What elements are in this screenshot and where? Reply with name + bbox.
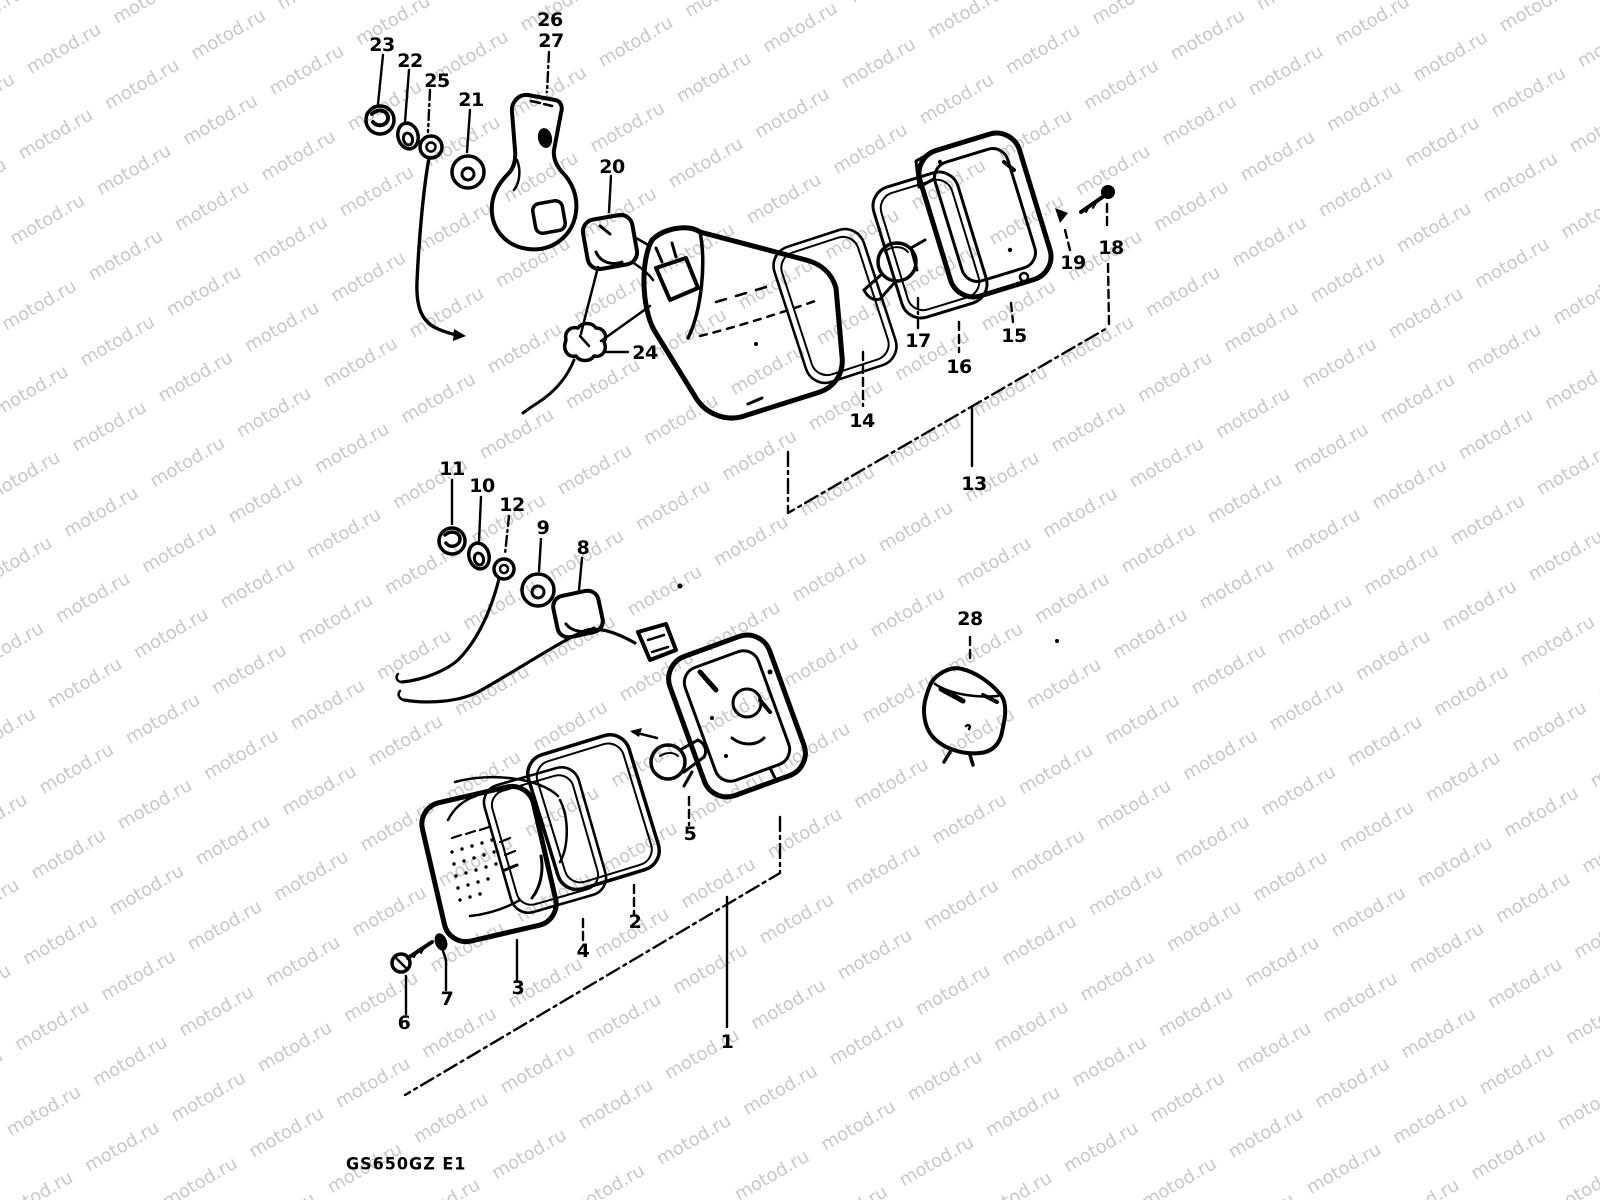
part-number-label: 21	[458, 89, 483, 111]
washer-25	[415, 134, 466, 341]
lower-signal-assembly	[390, 526, 808, 974]
part-number-label: 14	[849, 410, 875, 432]
part-number-label: 1	[721, 1031, 734, 1053]
screw-6	[390, 940, 434, 974]
part-number-label: 5	[684, 823, 697, 845]
wire-24	[521, 358, 576, 415]
washer-12	[395, 557, 516, 684]
grommet-11	[437, 526, 467, 556]
wire-25	[415, 156, 459, 337]
housing-lower	[397, 622, 808, 800]
washer-21	[450, 154, 486, 190]
nut-22	[396, 121, 420, 151]
connector-lower	[636, 622, 678, 662]
part-number-label: 18	[1098, 237, 1124, 259]
stem-line	[579, 265, 600, 336]
part-number-label: 12	[499, 494, 524, 516]
turn-signal-relay-28	[922, 639, 1059, 767]
grommet-24	[521, 304, 652, 415]
part-number-label: 10	[469, 475, 495, 497]
part-number-label: 16	[946, 356, 972, 378]
nut-10	[467, 541, 491, 571]
part-number-label: 20	[599, 156, 625, 178]
part-number-labels: 1234567891011121314151617181920212223242…	[369, 9, 1124, 1053]
wire-12	[400, 577, 501, 684]
bracket-26-27	[489, 92, 579, 252]
part-number-label: 2	[629, 911, 642, 933]
leader-lines	[376, 50, 1111, 1097]
connector-14	[654, 256, 700, 302]
model-code: GS650GZ E1	[346, 1153, 467, 1174]
wire-lower	[402, 627, 637, 704]
part-number-label: 3	[512, 977, 525, 999]
part-number-label: 23	[369, 34, 394, 56]
housing-15	[909, 130, 1054, 300]
part-number-label: 11	[439, 458, 464, 480]
reflector-dots	[450, 838, 498, 902]
damper-8	[551, 583, 683, 640]
bulb-5	[630, 728, 708, 781]
part-number-label: 4	[577, 940, 590, 962]
part-number-label: 8	[577, 537, 590, 559]
lens-rim	[772, 227, 898, 385]
grommet-23	[364, 104, 396, 136]
gasket-4	[482, 766, 608, 914]
screw-18	[1079, 185, 1115, 214]
part-number-label: 9	[537, 517, 550, 539]
part-number-label: 28	[957, 608, 983, 630]
gasket-16	[871, 170, 989, 320]
lens-3	[419, 775, 568, 945]
part-number-label: 22	[397, 50, 422, 72]
lens-14	[634, 225, 845, 421]
screw-19	[1055, 208, 1068, 223]
washer-9	[520, 572, 556, 608]
part-number-label: 7	[441, 988, 454, 1010]
part-number-label: 6	[398, 1012, 411, 1034]
part-number-label: 26	[537, 9, 563, 31]
gasket-2	[526, 733, 661, 892]
part-number-label: 24	[632, 342, 658, 364]
part-number-label: 17	[905, 330, 930, 352]
clip-7	[434, 933, 448, 962]
part-number-label: 19	[1060, 252, 1085, 274]
part-number-label: 13	[961, 473, 986, 495]
part-number-label: 25	[424, 70, 449, 92]
part-number-label: 27	[538, 30, 563, 52]
part-number-label: 15	[1001, 325, 1026, 347]
upper-signal-assembly	[364, 92, 1115, 421]
